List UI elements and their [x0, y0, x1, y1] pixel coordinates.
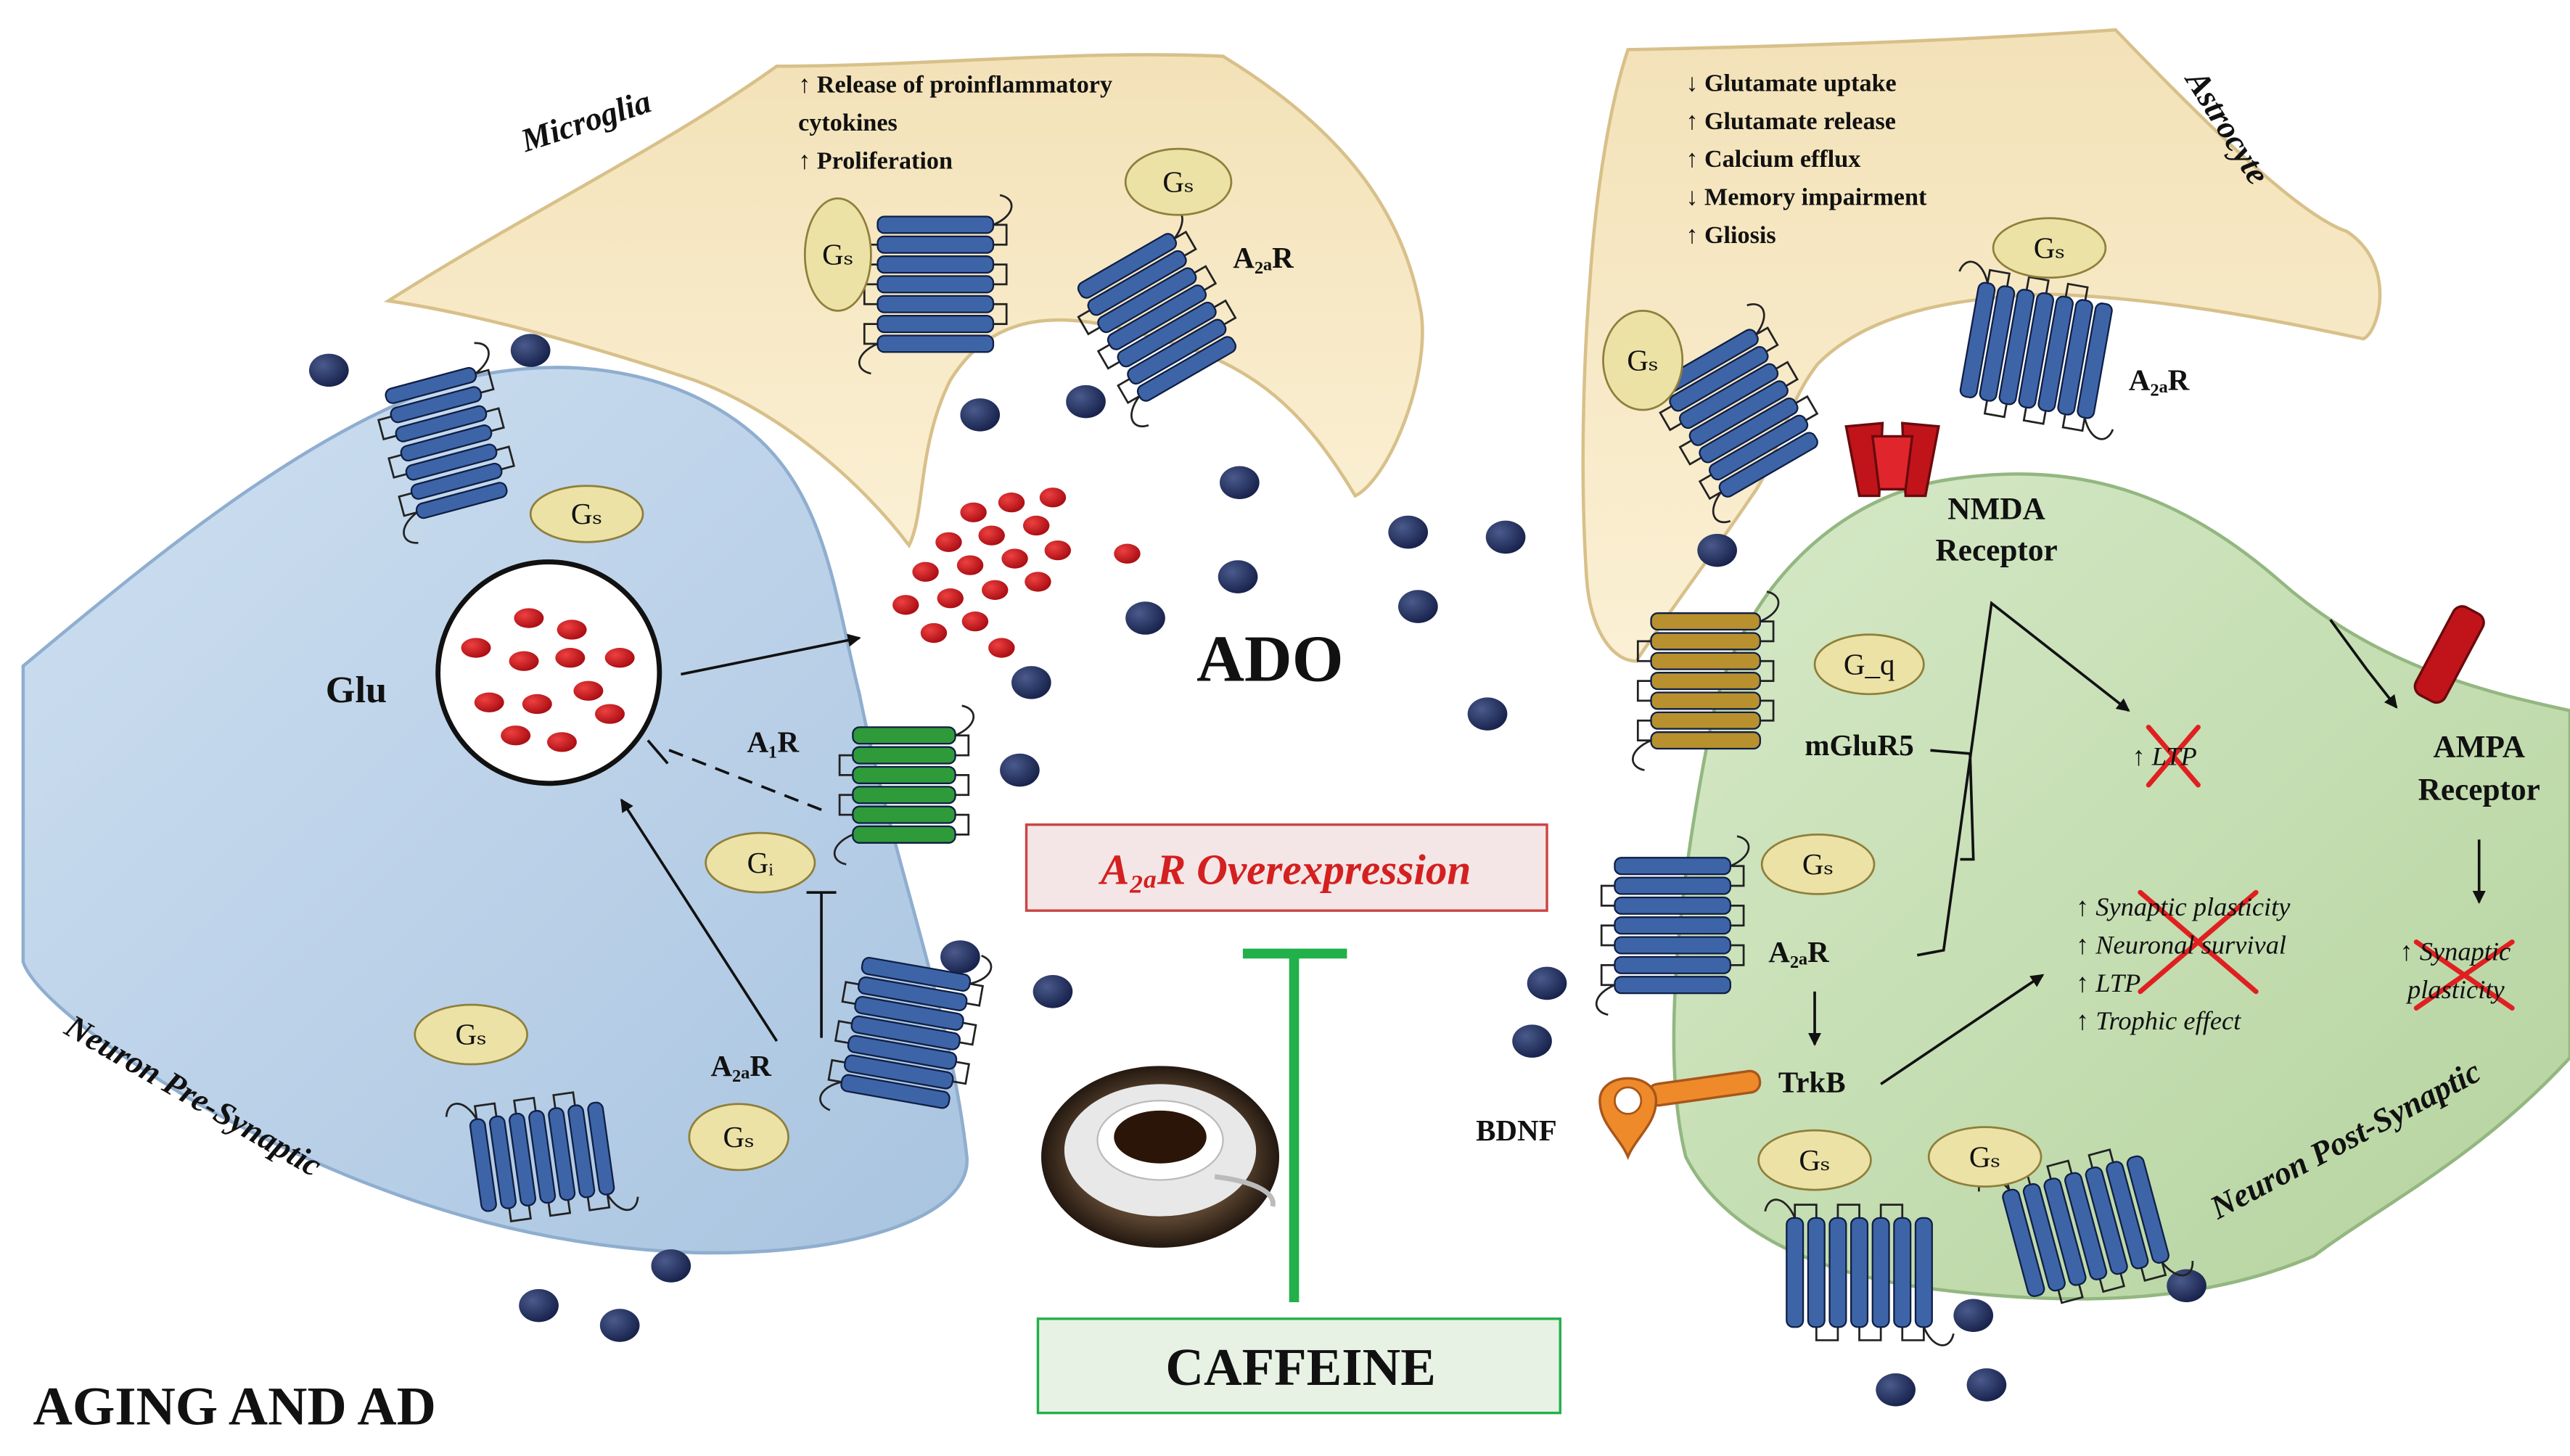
postsynaptic-bottom-receptor-right: [1978, 1148, 2194, 1304]
ampa-receptor-icon: [2413, 605, 2485, 704]
gi-protein-presyn-label: Gᵢ: [747, 846, 774, 879]
gs-protein-presyn-a2a: Gₛ: [688, 1103, 789, 1172]
gs-protein-microglia-right-label: Gₛ: [1162, 165, 1194, 198]
ampa-effect-line1: ↑ Synaptic: [2399, 937, 2511, 966]
astrocyte-effect-3: ↓ Memory impairment: [1686, 184, 1927, 211]
coffee-cup-icon: [1041, 1066, 1280, 1248]
presynaptic-a1-receptor: [833, 704, 975, 865]
trkb-label: TrkB: [1778, 1066, 1846, 1099]
microglia-effect-1: cytokines: [798, 110, 898, 136]
overexpression-box: [1025, 823, 1548, 912]
gq-protein-post: G_q: [1813, 633, 1925, 696]
nmda-label-line2: Receptor: [1936, 532, 2058, 567]
microglia-receptor-left: [858, 194, 1013, 375]
presynaptic-top-receptor: [377, 342, 516, 544]
microglia-a2ar-label: A₂ₐR: [1233, 241, 1294, 274]
microglia-effect-2: ↑ Proliferation: [798, 147, 953, 174]
gs-protein-presyn-top-label: Gₛ: [571, 497, 602, 530]
gs-protein-post-label: Gₛ: [1802, 847, 1834, 881]
presyn-a2ar-label: A₂ₐR: [710, 1049, 771, 1082]
presynaptic-bottom-receptor: [445, 1091, 639, 1222]
astrocyte-effect-4: ↑ Gliosis: [1686, 222, 1775, 249]
caffeine-label: CAFFEINE: [1165, 1338, 1436, 1397]
postsynaptic-bottom-receptor-left: [1764, 1198, 1955, 1346]
astrocyte-receptor-left: [1659, 303, 1819, 524]
post-effect-1: ↑ Neuronal survival: [2076, 930, 2286, 959]
gs-protein-post-bottom-left: Gₛ: [1757, 1129, 1872, 1191]
nmda-receptor-icon: [1844, 421, 1940, 498]
post-effect-2: ↑ LTP: [2076, 968, 2140, 998]
gs-protein-presyn-a2a-label: Gₛ: [723, 1120, 754, 1153]
post-effect-3: ↑ Trophic effect: [2076, 1006, 2241, 1035]
glutamate-vesicle: [435, 559, 662, 786]
astrocyte-a2a-receptor: [1958, 260, 2114, 440]
overexpression-label: A₂ₐR Overexpression: [1098, 846, 1471, 894]
mglur5-label: mGluR5: [1805, 728, 1913, 762]
astrocyte-cell: [1581, 28, 2382, 663]
gs-protein-presyn-top: Gₛ: [529, 485, 644, 543]
astrocyte-effect-2: ↑ Calcium efflux: [1686, 146, 1860, 173]
gs-protein-presyn-bottom: Gₛ: [414, 1003, 528, 1066]
gs-protein-astrocyte-left-label: Gₛ: [1627, 343, 1658, 377]
gs-protein-microglia-right: Gₛ: [1124, 147, 1233, 216]
astrocyte-a2ar-label: A₂ₐR: [2129, 363, 2190, 397]
gs-protein-microglia-left: Gₛ: [803, 197, 872, 312]
bdnf-trkb-icon: [1598, 1069, 1762, 1161]
post-effect-0: ↑ Synaptic plasticity: [2076, 892, 2291, 921]
microglia-label: Microglia: [516, 83, 655, 160]
gs-protein-post: Gₛ: [1760, 834, 1876, 895]
microglia-a2a-receptor: [1077, 207, 1237, 427]
gi-protein-presyn: Gᵢ: [705, 831, 816, 894]
bdnf-label: BDNF: [1476, 1114, 1557, 1147]
released-glutamate: [892, 488, 1141, 658]
inhibition-crosses: [2138, 724, 2515, 1011]
glu-label: Glu: [326, 669, 387, 711]
microglia-effect-0: ↑ Release of proinflammatory: [798, 72, 1112, 99]
ltp-effect: ↑ LTP: [2132, 742, 2196, 771]
receptor-layer: [377, 194, 2194, 1346]
post-a2ar-label: A₂ₐR: [1768, 935, 1829, 968]
caffeine-box: [1036, 1317, 1561, 1415]
gs-protein-astrocyte-right: Gₛ: [1992, 217, 2107, 279]
presynaptic-a2a-receptor: [819, 954, 993, 1111]
adenosine-molecules: [308, 334, 2206, 1407]
mglur5-receptor: [1631, 591, 1780, 771]
gs-protein-microglia-left-label: Gₛ: [822, 238, 853, 271]
gs-protein-astrocyte-right-label: Gₛ: [2034, 231, 2065, 264]
gs-protein-post-bottom-left-label: Gₛ: [1799, 1143, 1830, 1177]
ado-label: ADO: [1196, 622, 1343, 696]
page-title: AGING AND AD: [33, 1377, 436, 1437]
postsynaptic-a2a-receptor: [1595, 835, 1750, 1016]
gs-protein-post-bottom-right: Gₛ: [1927, 1126, 2043, 1188]
ampa-label-line2: Receptor: [2418, 773, 2540, 807]
gq-protein-post-label: G_q: [1844, 647, 1895, 680]
astrocyte-effect-1: ↑ Glutamate release: [1686, 108, 1896, 135]
ampa-label-line1: AMPA: [2433, 729, 2525, 764]
gs-protein-post-bottom-right-label: Gₛ: [1969, 1140, 2000, 1173]
nmda-label-line1: NMDA: [1947, 491, 2045, 526]
ampa-effect-line2: plasticity: [2405, 975, 2505, 1004]
astrocyte-effect-0: ↓ Glutamate uptake: [1686, 70, 1896, 96]
a1r-label: A₁R: [747, 725, 800, 759]
gs-protein-presyn-bottom-label: Gₛ: [455, 1018, 486, 1051]
vesicle-glutamate-dots: [461, 608, 635, 752]
gs-protein-astrocyte-left: Gₛ: [1602, 309, 1684, 411]
caffeine-inhibition-bar: [1242, 948, 1347, 1303]
signaling-arrows: [620, 601, 2486, 1085]
